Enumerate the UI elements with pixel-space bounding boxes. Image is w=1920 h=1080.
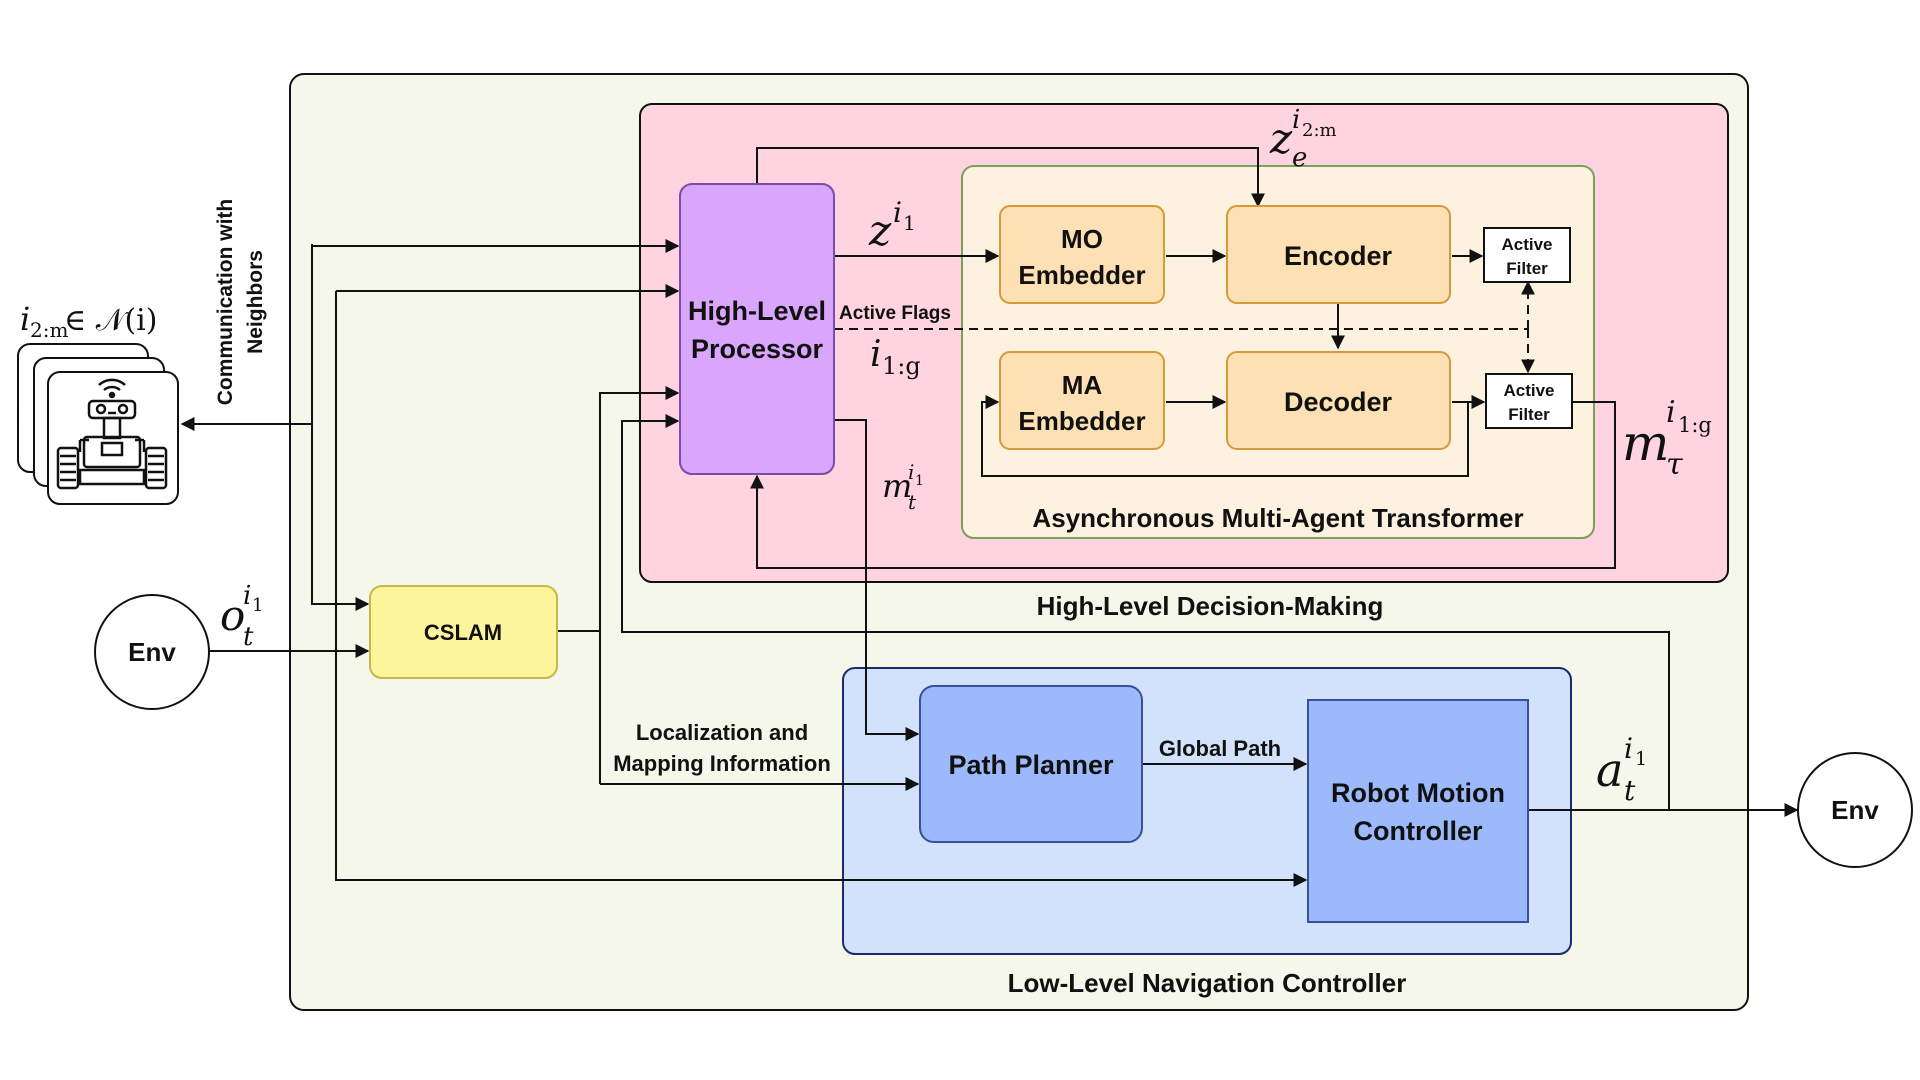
- active-filter-top-label-2: Filter: [1506, 259, 1548, 278]
- loc-map-label-1: Localization and: [636, 720, 808, 745]
- wire-action-feedback: [621, 414, 1670, 810]
- wire-bus-to-controller: [335, 291, 1308, 887]
- robot-motion-controller[interactable]: [1307, 699, 1529, 923]
- comm-label-2: Neighbors: [244, 250, 267, 354]
- path-planner-label: Path Planner: [948, 750, 1114, 780]
- math-ze-i2m: z e i 2:m: [1269, 105, 1337, 173]
- env-left-label: Env: [128, 637, 176, 667]
- svg-text:i: i: [243, 581, 251, 611]
- svg-text:1: 1: [915, 473, 924, 489]
- svg-text:z: z: [868, 206, 892, 255]
- neighbor-robots-stack: [17, 343, 179, 505]
- svg-text:m: m: [1622, 414, 1669, 472]
- math-mtau-i1g: m τ i 1:g: [1622, 395, 1712, 482]
- svg-text:o: o: [220, 591, 245, 640]
- svg-text:t: t: [908, 490, 917, 514]
- env-right-label: Env: [1831, 795, 1879, 825]
- ma-embedder-label-1: MA: [1062, 370, 1103, 400]
- svg-text:τ: τ: [1666, 447, 1683, 482]
- mo-embedder-label-1: MO: [1061, 224, 1103, 254]
- svg-text:1:g: 1:g: [1678, 413, 1712, 437]
- svg-text:a: a: [1596, 743, 1623, 797]
- env-right-node[interactable]: [1797, 752, 1913, 868]
- decoder-label: Decoder: [1284, 387, 1393, 417]
- svg-text:i: i: [1624, 732, 1633, 765]
- svg-text:2:m: 2:m: [1302, 120, 1337, 141]
- processor-label-1: High-Level: [688, 296, 826, 326]
- wire-processor-to-encoder: [756, 147, 1265, 208]
- math-ot-i1: o t i 1: [220, 581, 263, 652]
- math-mt-i1: m t i 1: [882, 460, 924, 514]
- svg-text:1: 1: [252, 595, 263, 616]
- loc-map-label-2: Mapping Information: [613, 751, 831, 776]
- cslam-label: CSLAM: [424, 620, 502, 645]
- active-filter-bottom-label-1: Active: [1503, 381, 1554, 400]
- ma-embedder[interactable]: [999, 351, 1165, 450]
- svg-text:m: m: [882, 467, 912, 505]
- active-filter-bottom-label-2: Filter: [1508, 405, 1550, 424]
- svg-text:2:m: 2:m: [30, 318, 68, 342]
- svg-text:1:g: 1:g: [882, 352, 921, 380]
- path-planner[interactable]: [919, 685, 1143, 843]
- robot-controller-label-2: Controller: [1353, 816, 1482, 846]
- wire-cslam-to-processor: [599, 386, 680, 784]
- encoder-label: Encoder: [1284, 241, 1393, 271]
- svg-text:i: i: [20, 300, 30, 338]
- mo-embedder-label-2: Embedder: [1018, 260, 1145, 290]
- wire-decoder-loop: [981, 395, 1469, 477]
- svg-text:∈ 𝒩(i): ∈ 𝒩(i): [64, 303, 158, 338]
- math-z-i1: z i 1: [868, 196, 916, 255]
- transformer-group-title: Asynchronous Multi-Agent Transformer: [1032, 503, 1523, 533]
- active-filter-bottom[interactable]: [1485, 373, 1573, 429]
- robot-icon: [56, 378, 168, 490]
- mo-embedder[interactable]: [999, 205, 1165, 304]
- math-at-i1: a t i 1: [1596, 732, 1647, 807]
- processor-label-2: Processor: [691, 334, 824, 364]
- wire-processor-to-planner: [834, 419, 920, 741]
- global-path-label: Global Path: [1159, 736, 1281, 761]
- wire-mtau-feedback: [750, 401, 1616, 569]
- low-level-group-title: Low-Level Navigation Controller: [1008, 968, 1407, 998]
- math-neighbors: i 2:m ∈ 𝒩(i): [20, 300, 158, 342]
- math-i-1g: i 1:g: [870, 334, 921, 380]
- svg-text:z: z: [1269, 114, 1293, 163]
- svg-text:e: e: [1292, 143, 1307, 173]
- ma-embedder-label-2: Embedder: [1018, 406, 1145, 436]
- active-flags-label: Active Flags: [839, 303, 951, 324]
- cslam-node[interactable]: [369, 585, 558, 679]
- svg-text:1: 1: [1635, 748, 1647, 770]
- high-level-group-title: High-Level Decision-Making: [1037, 591, 1384, 621]
- svg-text:t: t: [1624, 774, 1636, 807]
- svg-text:1: 1: [903, 211, 916, 235]
- robot-controller-label-1: Robot Motion: [1331, 778, 1505, 808]
- svg-text:t: t: [243, 622, 254, 652]
- active-filter-top-label-1: Active: [1501, 235, 1552, 254]
- svg-text:i: i: [893, 196, 902, 229]
- active-filter-top[interactable]: [1483, 227, 1571, 283]
- svg-text:i: i: [1292, 105, 1300, 135]
- encoder[interactable]: [1226, 205, 1451, 304]
- wire-comm-bus: [311, 244, 370, 611]
- comm-label-1: Communication with: [214, 199, 237, 406]
- svg-text:i: i: [1666, 395, 1676, 430]
- svg-text:i: i: [870, 334, 882, 375]
- env-left-node[interactable]: [94, 594, 210, 710]
- decoder[interactable]: [1226, 351, 1451, 450]
- high-level-processor[interactable]: [679, 183, 835, 475]
- svg-text:i: i: [908, 460, 914, 484]
